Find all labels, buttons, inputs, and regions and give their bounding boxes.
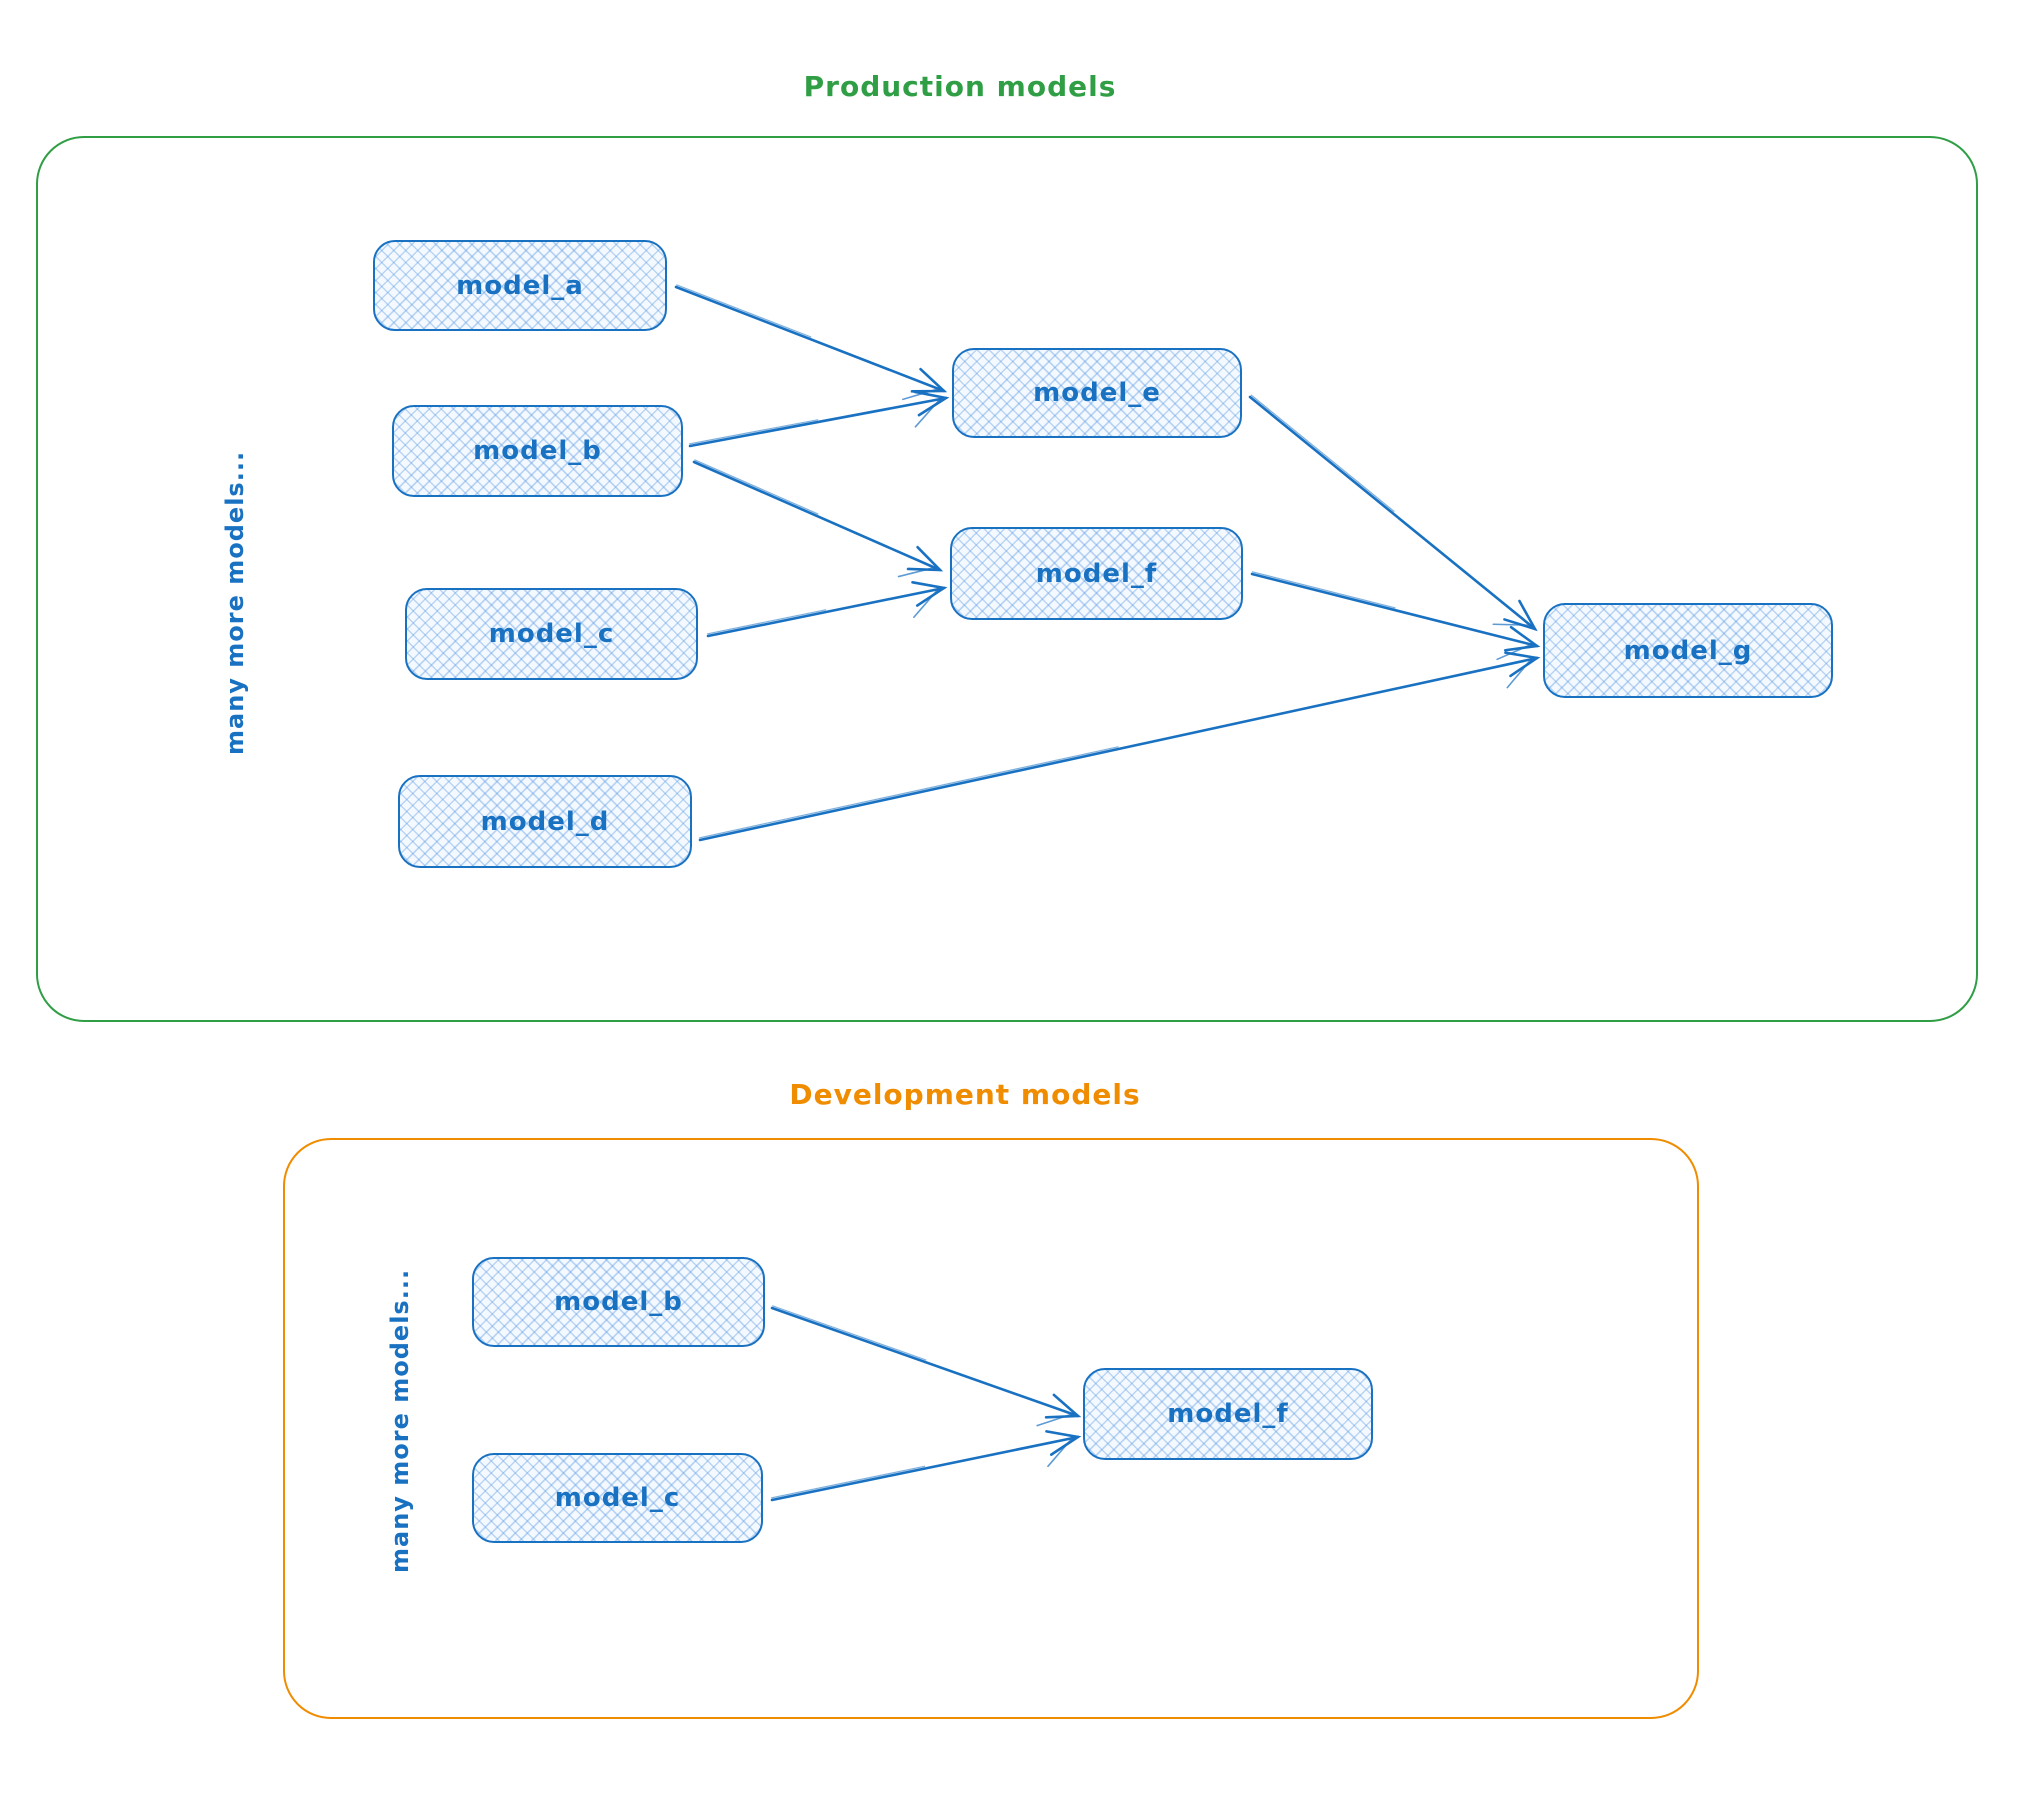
production-frame [36, 136, 1978, 1022]
node-model-c: model_c [405, 588, 698, 680]
dev-node-model-b-label: model_b [554, 1287, 683, 1317]
node-model-a-label: model_a [456, 270, 584, 301]
node-model-b-label: model_b [473, 436, 602, 466]
node-model-g: model_g [1543, 603, 1833, 698]
node-model-e: model_e [952, 348, 1242, 438]
development-frame [283, 1138, 1699, 1719]
dev-node-model-f-label: model_f [1167, 1399, 1289, 1429]
node-model-a: model_a [373, 240, 667, 331]
production-side-label: many more models... [221, 450, 249, 755]
dev-node-model-f: model_f [1083, 1368, 1373, 1460]
node-model-f: model_f [950, 527, 1243, 620]
production-title: Production models [803, 70, 1117, 103]
node-model-c-label: model_c [488, 619, 615, 649]
node-model-e-label: model_e [1033, 378, 1161, 408]
dev-node-model-c: model_c [472, 1453, 763, 1543]
dev-node-model-c-label: model_c [554, 1483, 681, 1513]
dev-node-model-b: model_b [472, 1257, 765, 1347]
development-title: Development models [789, 1078, 1141, 1111]
node-model-d: model_d [398, 775, 692, 868]
node-model-f-label: model_f [1035, 558, 1158, 589]
node-model-g-label: model_g [1623, 635, 1753, 666]
development-side-label: many more models... [386, 1268, 414, 1573]
node-model-d-label: model_d [480, 806, 610, 837]
node-model-b: model_b [392, 405, 683, 497]
